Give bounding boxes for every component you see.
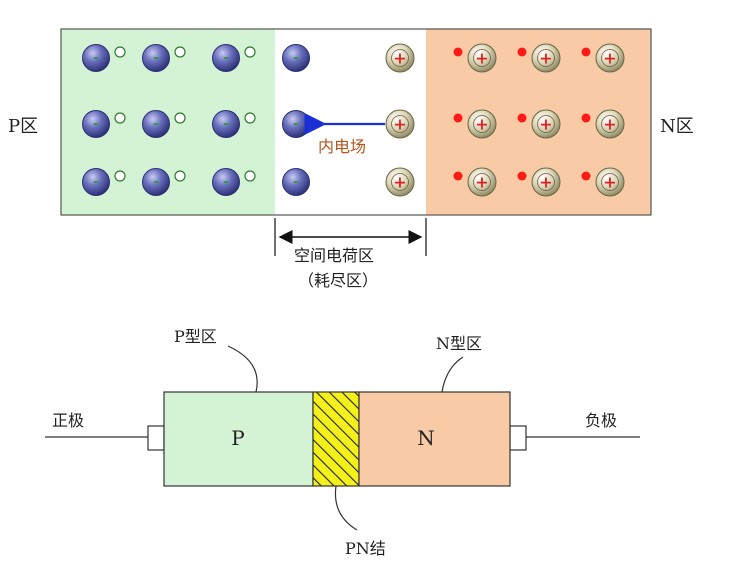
positive-sign: + — [539, 115, 552, 134]
acceptor-ion: - — [282, 168, 310, 196]
negative-sign: - — [223, 50, 229, 66]
hole — [114, 46, 126, 58]
acceptor-ion: - — [82, 44, 110, 72]
donor-ion: + — [467, 109, 497, 139]
free-electron — [453, 47, 463, 57]
crystal-outline — [60, 28, 652, 216]
free-electron — [517, 171, 527, 181]
donor-ion: + — [531, 43, 561, 73]
free-electron — [453, 171, 463, 181]
donor-ion: + — [531, 109, 561, 139]
p-region-label: P区 — [8, 116, 38, 137]
positive-sign: + — [475, 173, 488, 192]
positive-sign: + — [393, 115, 406, 134]
donor-ion: + — [595, 109, 625, 139]
pn-junction-strip — [312, 391, 360, 487]
positive-sign: + — [603, 49, 616, 68]
acceptor-ion: - — [82, 168, 110, 196]
positive-sign: + — [539, 49, 552, 68]
hole — [174, 112, 186, 124]
hole — [114, 112, 126, 124]
space-charge-label: 空间电荷区 — [294, 246, 374, 265]
acceptor-ion: - — [282, 110, 310, 138]
donor-ion: + — [595, 43, 625, 73]
negative-sign: - — [93, 174, 99, 190]
positive-sign: + — [475, 49, 488, 68]
acceptor-ion: - — [212, 44, 240, 72]
free-electron — [453, 113, 463, 123]
n-type-leader — [441, 356, 464, 393]
negative-sign: - — [93, 116, 99, 132]
n-region-label: N区 — [660, 116, 694, 137]
positive-sign: + — [539, 173, 552, 192]
negative-sign: - — [293, 174, 299, 190]
donor-ion: + — [531, 167, 561, 197]
acceptor-ion: - — [212, 110, 240, 138]
pn-junction-label: PN结 — [345, 539, 386, 558]
free-electron — [517, 47, 527, 57]
p-type-leader — [227, 345, 258, 393]
internal-field-label: 内电场 — [318, 137, 366, 156]
donor-ion: + — [467, 43, 497, 73]
donor-ion: + — [385, 109, 415, 139]
positive-sign: + — [603, 173, 616, 192]
acceptor-ion: - — [282, 44, 310, 72]
positive-sign: + — [393, 173, 406, 192]
free-electron — [581, 171, 591, 181]
positive-sign: + — [393, 49, 406, 68]
depletion-label: （耗尽区） — [298, 271, 378, 290]
hole — [174, 170, 186, 182]
donor-ion: + — [467, 167, 497, 197]
negative-sign: - — [223, 116, 229, 132]
negative-sign: - — [153, 50, 159, 66]
p-type-label: P型区 — [174, 327, 217, 346]
hole — [244, 170, 256, 182]
p-letter: P — [231, 426, 244, 450]
negative-sign: - — [293, 50, 299, 66]
left-terminal-cap — [147, 425, 165, 451]
free-electron — [581, 113, 591, 123]
negative-sign: - — [93, 50, 99, 66]
hole — [244, 46, 256, 58]
free-electron — [581, 47, 591, 57]
acceptor-ion: - — [142, 44, 170, 72]
negative-sign: - — [153, 116, 159, 132]
free-electron — [517, 113, 527, 123]
positive-terminal-label: 正极 — [52, 411, 84, 430]
donor-ion: + — [385, 43, 415, 73]
hole — [174, 46, 186, 58]
negative-terminal-label: 负极 — [585, 411, 617, 430]
acceptor-ion: - — [212, 168, 240, 196]
donor-ion: + — [595, 167, 625, 197]
positive-sign: + — [475, 115, 488, 134]
hole — [244, 112, 256, 124]
space-charge-dimension — [274, 218, 427, 256]
positive-sign: + — [603, 115, 616, 134]
n-type-body — [358, 391, 511, 487]
negative-sign: - — [293, 116, 299, 132]
negative-sign: - — [223, 174, 229, 190]
right-terminal-cap — [509, 425, 527, 451]
hole — [114, 170, 126, 182]
negative-sign: - — [153, 174, 159, 190]
acceptor-ion: - — [82, 110, 110, 138]
pn-junction-leader — [334, 485, 358, 531]
n-type-label: N型区 — [436, 334, 482, 353]
donor-ion: + — [385, 167, 415, 197]
ion-layer: - - - - + + + + - - - - + + + + - - - - + + + + — [82, 43, 625, 197]
acceptor-ion: - — [142, 110, 170, 138]
n-letter: N — [417, 426, 435, 450]
acceptor-ion: - — [142, 168, 170, 196]
p-type-body — [163, 391, 314, 487]
